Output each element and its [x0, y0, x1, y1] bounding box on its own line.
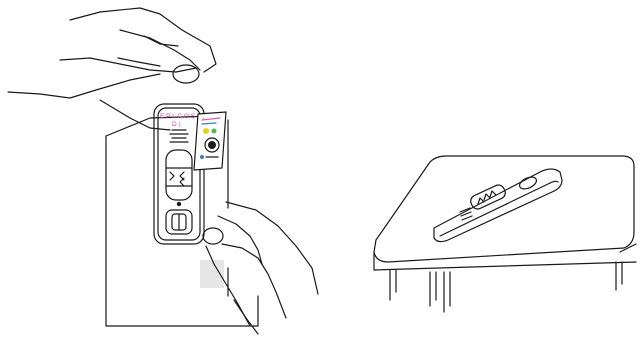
pouch-label-text: E P L C O S — [160, 113, 196, 120]
upper-hand — [8, 8, 216, 130]
desiccant-sticker — [194, 112, 226, 170]
pouch-label-text-2: D ) — [172, 121, 181, 128]
foil-pouch — [106, 116, 258, 326]
table — [374, 156, 636, 312]
cassette-on-table — [434, 169, 562, 242]
